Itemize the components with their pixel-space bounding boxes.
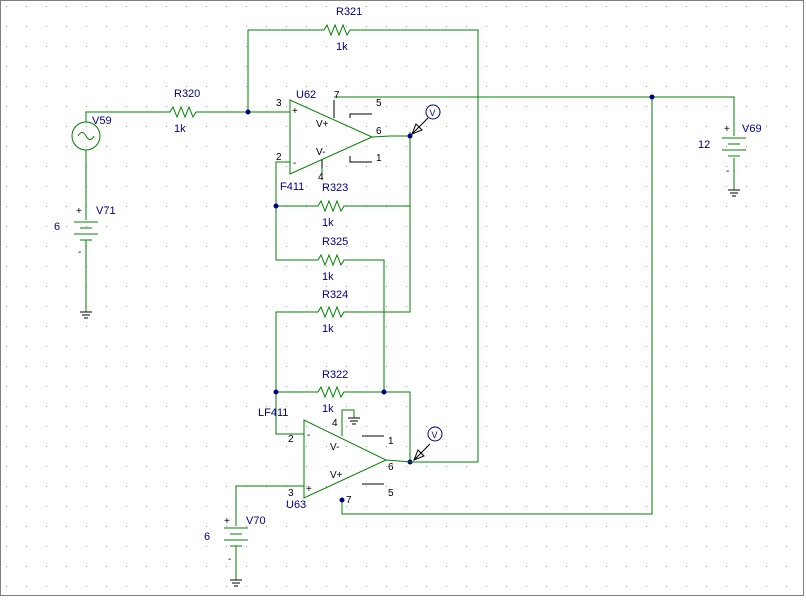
vplus-label: V+ — [330, 470, 343, 481]
source-value-label: 6 — [54, 221, 60, 233]
pin-number: 3 — [276, 98, 282, 109]
battery-V69[interactable]: + - V69 12 — [698, 123, 762, 177]
ground-icon — [728, 188, 740, 197]
source-value-label: 12 — [698, 139, 710, 151]
opamp-ref-label: U62 — [296, 89, 316, 101]
voltage-probe-icon[interactable]: V — [413, 426, 443, 461]
minus-input-label: - — [293, 158, 296, 169]
pin-number: 5 — [376, 98, 382, 109]
vminus-label: V- — [316, 147, 325, 158]
voltage-probe-icon[interactable]: V — [411, 104, 441, 135]
resistor-value-label: 1k — [322, 323, 334, 335]
resistor-ref-label: R323 — [322, 182, 348, 194]
minus-input-label: - — [307, 430, 310, 441]
battery-V70[interactable]: + - V70 6 — [204, 515, 266, 565]
source-ref-label: V59 — [92, 115, 112, 127]
vplus-label: V+ — [316, 119, 329, 130]
opamp-part-label: LF411 — [258, 407, 288, 419]
battery-plus-label: + — [224, 516, 230, 527]
source-ref-label: V69 — [742, 123, 762, 135]
resistor-R322[interactable]: R322 1k — [314, 369, 350, 415]
vminus-label: V- — [330, 442, 339, 453]
pin-number: 7 — [334, 90, 340, 101]
plus-input-label: + — [306, 484, 312, 495]
resistor-R323[interactable]: R323 1k — [314, 182, 350, 229]
opamp-U62[interactable]: U62 F411 3 2 7 5 6 1 4 V+ V- + - — [276, 89, 391, 193]
probe-label: V — [430, 108, 436, 118]
pin-number: 1 — [376, 153, 382, 164]
probe-label: V — [432, 430, 438, 440]
pin-number: 4 — [332, 418, 338, 429]
ac-source-V59[interactable]: V59 — [71, 115, 112, 151]
pin-number: 2 — [288, 434, 294, 445]
opamp-part-label: F411 — [280, 181, 304, 193]
ground-icon — [230, 579, 242, 587]
resistor-value-label: 1k — [322, 271, 334, 283]
battery-plus-label: + — [724, 124, 730, 135]
source-value-label: 6 — [204, 531, 210, 543]
source-ref-label: V71 — [96, 205, 116, 217]
battery-plus-label: + — [76, 206, 82, 217]
battery-minus-label: - — [78, 247, 81, 258]
wires — [85, 29, 735, 580]
battery-V71[interactable]: + - V71 6 — [54, 205, 116, 258]
resistor-R325[interactable]: R325 1k — [314, 236, 350, 283]
pin-number: 6 — [388, 462, 394, 473]
ground-icon — [348, 417, 360, 425]
resistor-value-label: 1k — [322, 403, 334, 415]
resistor-ref-label: R320 — [174, 88, 200, 100]
resistor-ref-label: R324 — [322, 289, 348, 301]
pin-number: 7 — [346, 495, 352, 506]
resistor-R320[interactable]: R320 1k — [166, 88, 200, 135]
battery-minus-label: - — [228, 554, 231, 565]
pin-number: 2 — [276, 152, 282, 163]
resistor-R321[interactable]: R321 1k — [320, 6, 362, 53]
resistor-value-label: 1k — [322, 217, 334, 229]
opamp-U63[interactable]: U63 LF411 2 3 4 1 6 5 7 V- V+ - + — [258, 407, 413, 511]
plus-input-label: + — [292, 106, 298, 117]
resistor-ref-label: R322 — [322, 369, 348, 381]
resistor-value-label: 1k — [336, 41, 348, 53]
pin-number: 4 — [318, 172, 324, 183]
pin-number: 1 — [388, 436, 394, 447]
ground-icon — [80, 311, 92, 319]
resistor-value-label: 1k — [174, 123, 186, 135]
pin-number: 5 — [388, 488, 394, 499]
pin-number: 3 — [288, 488, 294, 499]
resistor-ref-label: R321 — [336, 6, 362, 18]
source-ref-label: V70 — [246, 515, 266, 527]
resistor-R324[interactable]: R324 1k — [314, 289, 350, 335]
resistor-ref-label: R325 — [322, 236, 348, 248]
battery-minus-label: - — [726, 166, 729, 177]
opamp-ref-label: U63 — [286, 499, 306, 511]
pin-number: 6 — [376, 126, 382, 137]
